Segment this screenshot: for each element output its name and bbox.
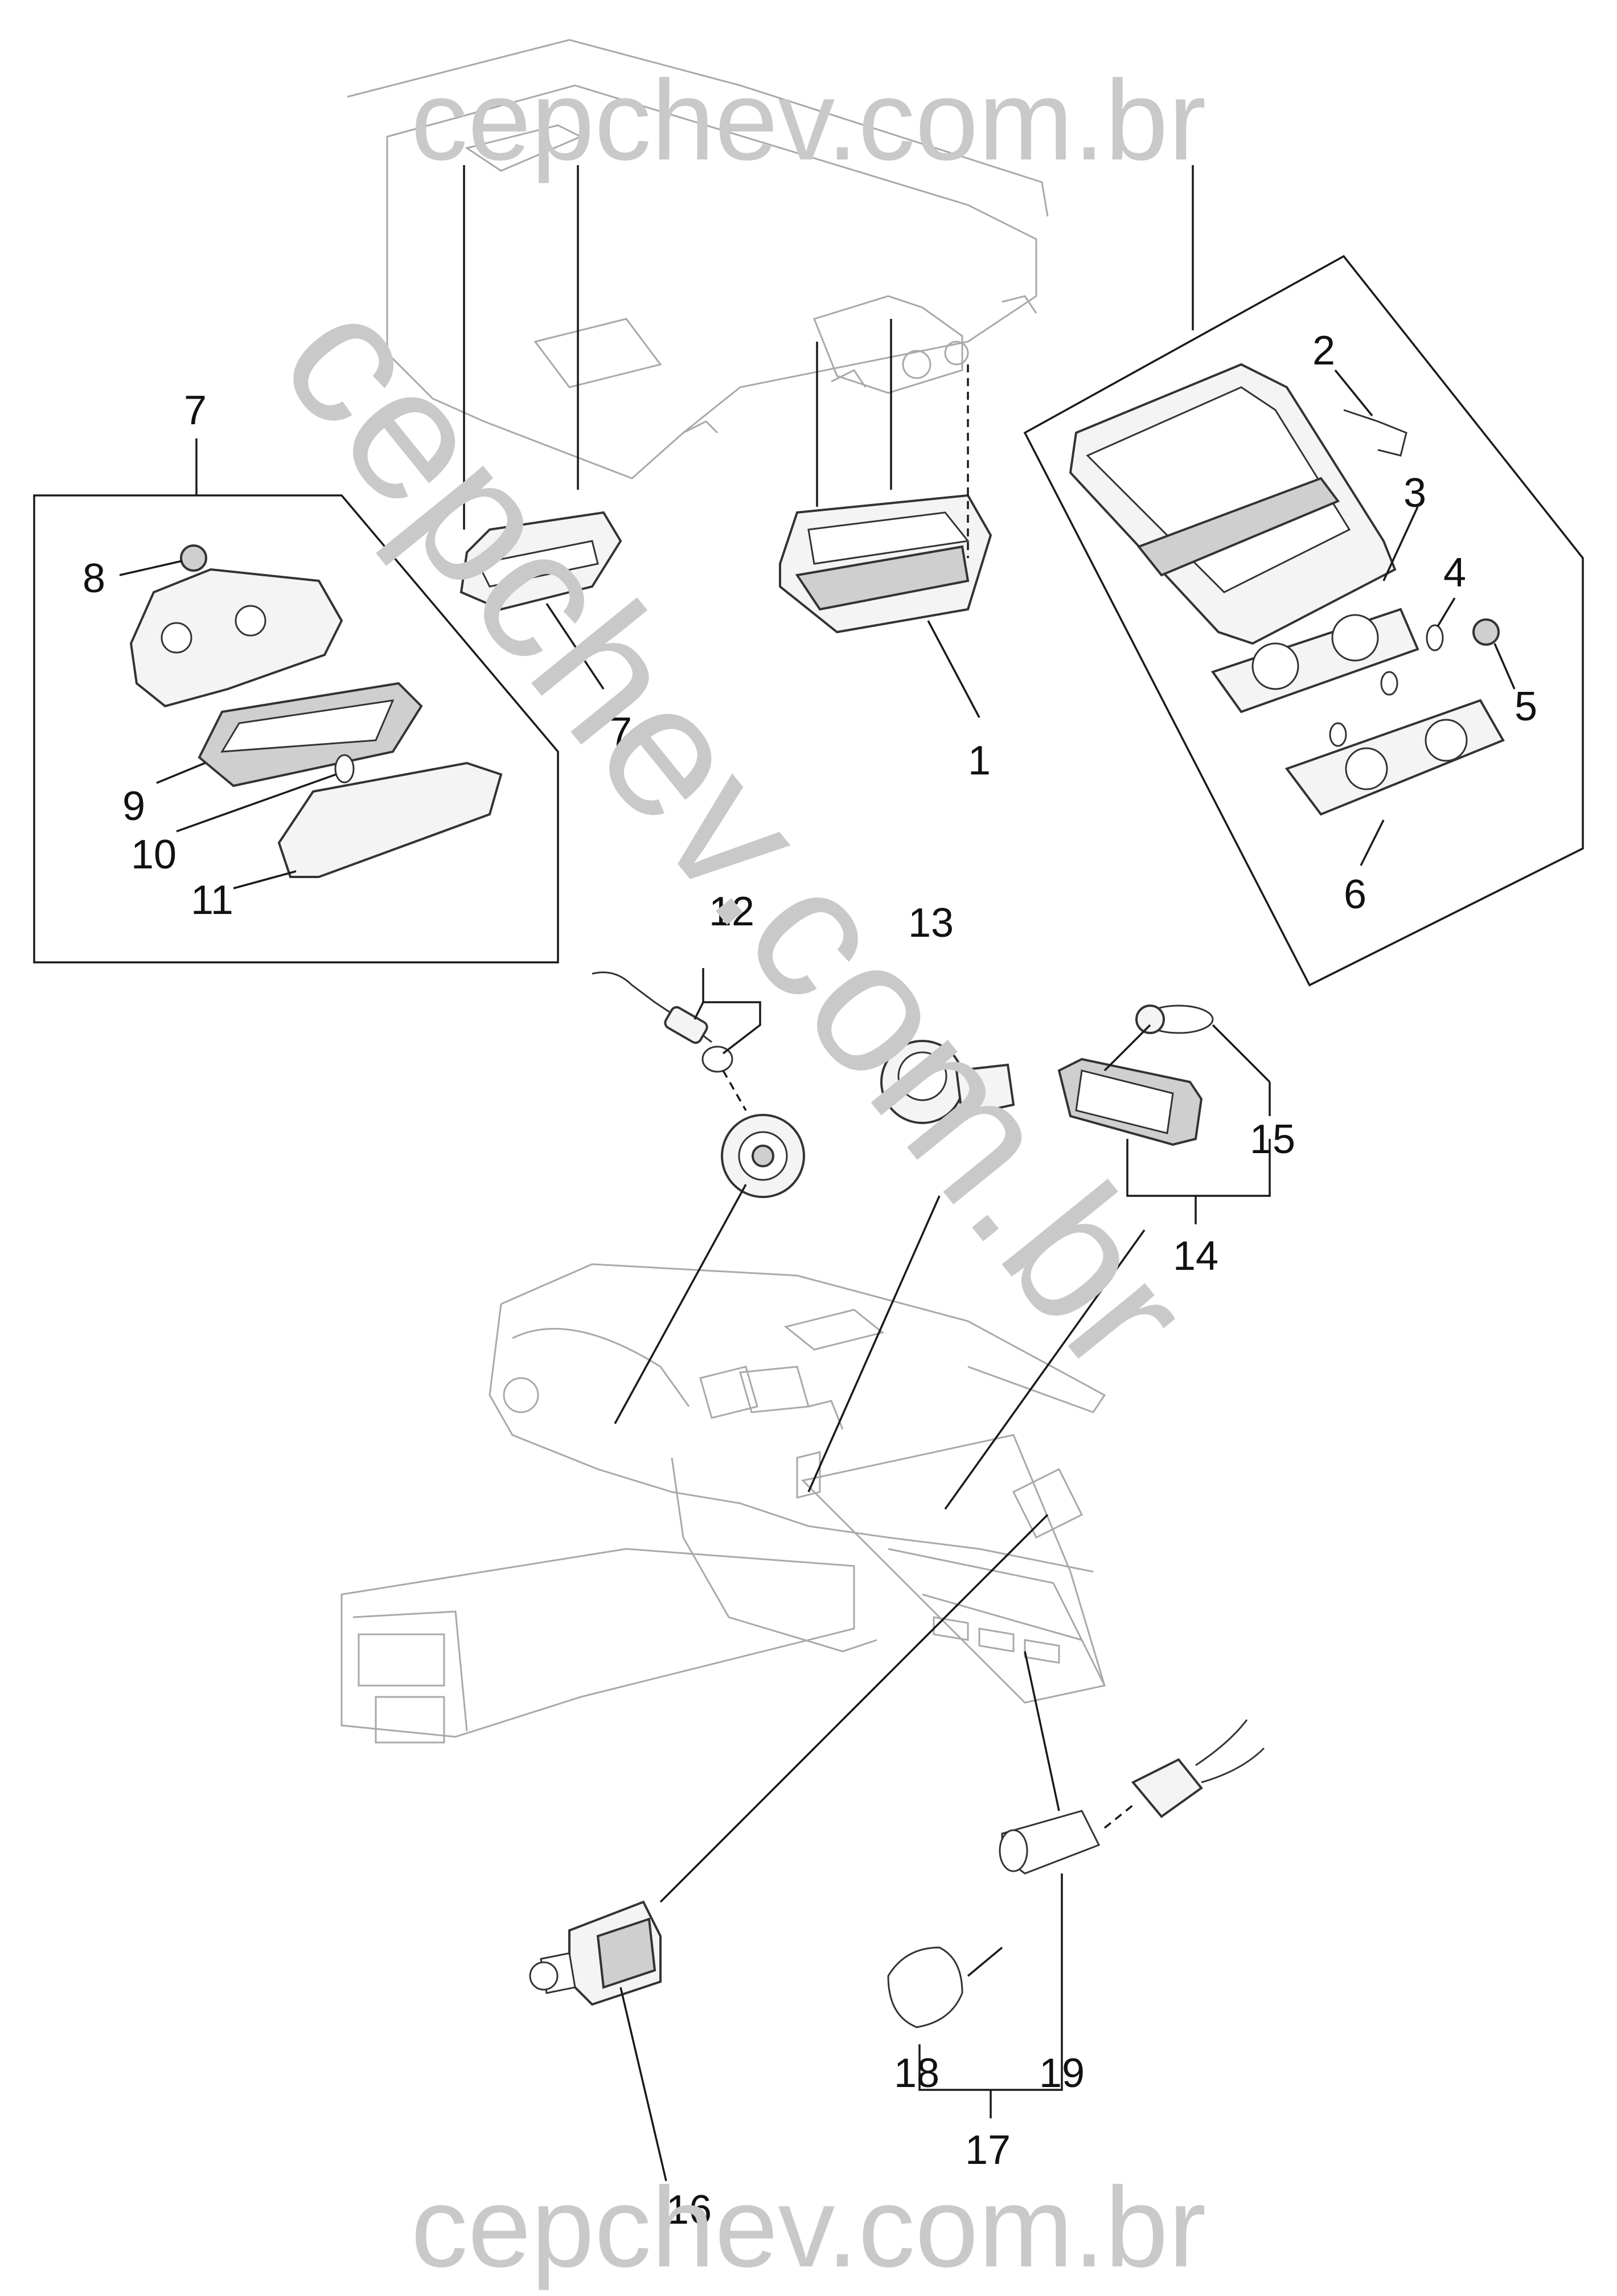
leader-lines	[119, 165, 1516, 2182]
callout-3: 3	[1403, 470, 1426, 516]
callout-7-lower: 7	[609, 710, 632, 755]
dome-lamp-housing-part	[129, 568, 343, 708]
callout-17: 17	[965, 2127, 1011, 2173]
callout-2: 2	[1312, 328, 1335, 374]
console-bezel-part	[1210, 608, 1419, 714]
callout-18: 18	[894, 2051, 939, 2096]
callout-16: 16	[666, 2187, 712, 2233]
detail-frame-left	[33, 494, 559, 964]
callout-9: 9	[122, 784, 145, 829]
door-switch-part	[880, 1040, 1015, 1124]
callout-12: 12	[709, 889, 754, 934]
dome-lamp-frame-inner	[220, 699, 395, 753]
callout-8: 8	[83, 556, 105, 601]
clip-part-5	[1472, 618, 1500, 646]
callout-5: 5	[1515, 684, 1537, 729]
dashboard-illustration	[340, 1263, 1106, 1744]
headliner-illustration	[347, 39, 1049, 479]
lamp-lens-ring	[1425, 719, 1468, 762]
callout-15: 15	[1250, 1117, 1295, 1162]
callout-19: 19	[1039, 2051, 1085, 2096]
wire-harness-part	[1343, 409, 1407, 457]
lamp-socket-part	[592, 971, 805, 1198]
lamp-lens-ring	[1345, 747, 1388, 790]
console-housing-part	[1069, 363, 1397, 645]
callout-4: 4	[1443, 550, 1466, 596]
callout-13: 13	[908, 900, 954, 946]
map-lamp-cover-part	[459, 511, 622, 611]
bulb-part-10	[334, 754, 355, 784]
clip-part-8	[180, 544, 207, 572]
overhead-console-part	[779, 494, 992, 634]
detail-frame-right	[1023, 255, 1584, 987]
callout-6: 6	[1344, 872, 1366, 917]
dome-lamp-lens-part	[277, 761, 503, 878]
bulb-part-small	[1380, 671, 1398, 696]
callout-14: 14	[1173, 1233, 1218, 1279]
bulb-part-small	[1329, 722, 1347, 747]
glovebox-lamp-part	[1057, 1004, 1214, 1146]
watermark-top: cepchev.com.br	[411, 57, 1206, 184]
callout-7-upper: 7	[184, 388, 207, 433]
watermark-bottom: cepchev.com.br	[411, 2164, 1206, 2291]
lamp-lens-part	[1284, 699, 1505, 816]
callout-1: 1	[968, 738, 991, 784]
callout-10: 10	[131, 832, 177, 878]
bulb-part-4	[1426, 624, 1444, 651]
callout-11: 11	[191, 878, 233, 923]
bulb-assembly-part	[887, 1719, 1265, 2028]
switch-part-16	[529, 1900, 662, 2006]
